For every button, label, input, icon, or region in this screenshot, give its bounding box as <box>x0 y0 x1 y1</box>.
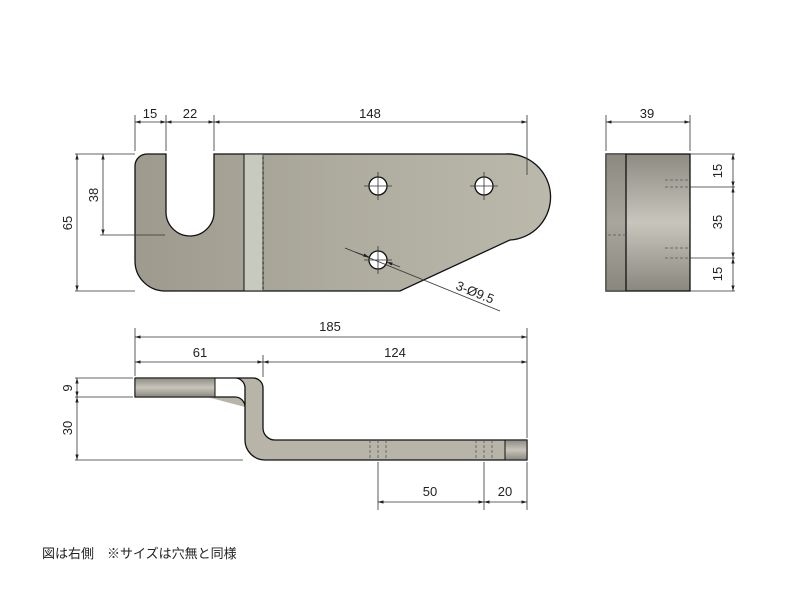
dim-15-top: 15 <box>710 164 725 178</box>
dim-20: 20 <box>498 484 512 499</box>
dim-38: 38 <box>86 188 101 202</box>
dim-15: 15 <box>143 106 157 121</box>
dim-35: 35 <box>710 215 725 229</box>
dim-15-bottom: 15 <box>710 267 725 281</box>
dim-30: 30 <box>60 421 75 435</box>
hole-callout: 3-Ø9.5 <box>454 278 496 307</box>
dim-22: 22 <box>183 106 197 121</box>
dim-50: 50 <box>423 484 437 499</box>
dim-9: 9 <box>60 384 75 391</box>
top-view: 15 22 148 65 38 3-Ø9.5 <box>60 106 552 312</box>
plate-outline <box>134 153 552 292</box>
dim-61: 61 <box>193 345 207 360</box>
front-view: 185 61 124 9 30 50 20 <box>60 319 528 510</box>
dim-148: 148 <box>359 106 381 121</box>
bend-band <box>243 153 264 292</box>
side-view: 39 15 35 15 <box>605 106 735 292</box>
drawing-note: 図は右側 ※サイズは穴無と同様 <box>42 546 237 561</box>
dim-185: 185 <box>319 319 341 334</box>
dim-124: 124 <box>384 345 406 360</box>
holes <box>364 172 498 274</box>
dim-39: 39 <box>640 106 654 121</box>
dim-65: 65 <box>60 216 75 230</box>
